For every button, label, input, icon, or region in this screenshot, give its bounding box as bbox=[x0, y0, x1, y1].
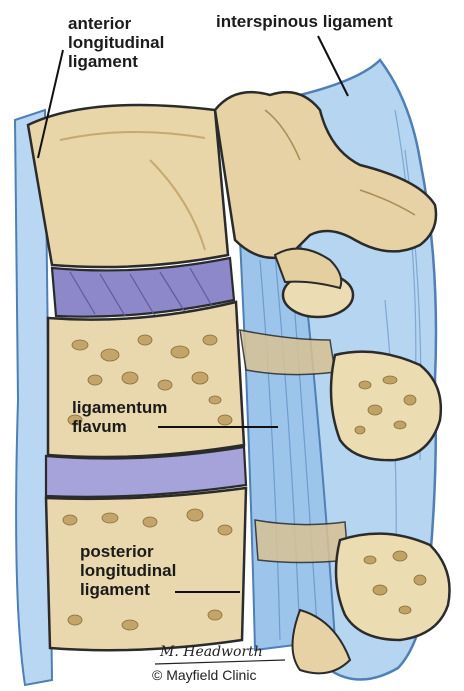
label-line: interspinous ligament bbox=[216, 12, 393, 31]
label-line: ligamentum bbox=[72, 398, 167, 417]
label-line: flavum bbox=[72, 417, 167, 436]
lower-spinous-section bbox=[336, 534, 450, 640]
label-ligamentum-flavum: ligamentum flavum bbox=[72, 398, 167, 436]
upper-vertebral-body bbox=[28, 105, 228, 267]
label-anterior-longitudinal-ligament: anterior longitudinal ligament bbox=[68, 14, 164, 71]
label-line: posterior bbox=[80, 542, 176, 561]
copyright-notice: © Mayfield Clinic bbox=[152, 667, 256, 683]
label-line: ligament bbox=[80, 580, 176, 599]
label-line: longitudinal bbox=[80, 561, 176, 580]
artist-signature: M. Headworth bbox=[160, 644, 263, 660]
middle-spinous-section bbox=[331, 352, 441, 461]
lamina-band-lower bbox=[255, 520, 348, 563]
label-line: ligament bbox=[68, 52, 164, 71]
label-line: longitudinal bbox=[68, 33, 164, 52]
label-interspinous-ligament: interspinous ligament bbox=[216, 12, 393, 31]
signature-flourish bbox=[155, 660, 285, 664]
label-line: anterior bbox=[68, 14, 164, 33]
label-posterior-longitudinal-ligament: posterior longitudinal ligament bbox=[80, 542, 176, 599]
